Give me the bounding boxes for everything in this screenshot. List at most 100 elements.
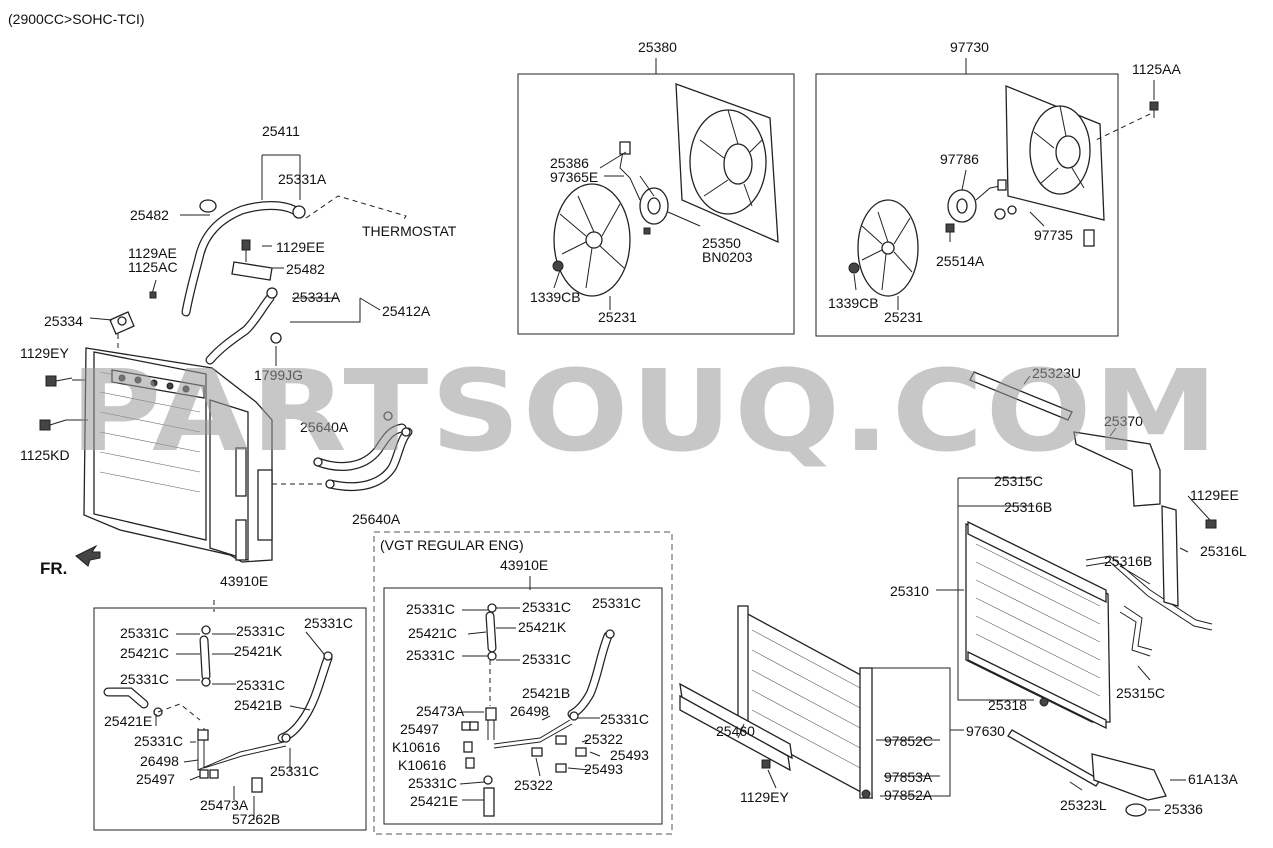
stay-25316B xyxy=(1085,555,1213,657)
label-BN0203: BN0203 xyxy=(702,249,753,265)
radiator-right-drawing xyxy=(965,520,1111,730)
label-right-25331C-2: 25331C xyxy=(522,599,571,615)
mount-25336 xyxy=(1125,803,1147,817)
bolt-1129EY xyxy=(45,375,73,387)
bolt-1125KD xyxy=(39,419,67,431)
label-left-25331C-2: 25331C xyxy=(236,623,285,639)
label-25315C-upper: 25315C xyxy=(994,473,1043,489)
upper-hose-25411 xyxy=(181,199,306,317)
label-61A13A: 61A13A xyxy=(1188,771,1238,787)
fan-blade-left xyxy=(552,183,631,297)
label-left-25421B: 25421B xyxy=(234,697,282,713)
front-direction-label: FR. xyxy=(40,559,67,578)
label-thermostat: THERMOSTAT xyxy=(362,223,457,239)
pipe-box-left xyxy=(93,607,367,831)
label-right-25331C-7: 25331C xyxy=(408,775,457,791)
label-25350: 25350 xyxy=(702,235,741,251)
label-25370: 25370 xyxy=(1104,413,1143,429)
fan-shroud-left xyxy=(675,83,779,244)
bracket-61A13A xyxy=(1091,753,1167,801)
label-25323L: 25323L xyxy=(1060,797,1107,813)
label-25231-left: 25231 xyxy=(598,309,637,325)
label-left-57262B: 57262B xyxy=(232,811,280,827)
fan-motor-left xyxy=(619,141,669,235)
label-25336: 25336 xyxy=(1164,801,1203,817)
label-right-K10616-1: K10616 xyxy=(392,739,440,755)
label-left-26498: 26498 xyxy=(140,753,179,769)
label-43910E-left: 43910E xyxy=(220,573,268,589)
label-97365E: 97365E xyxy=(550,169,598,185)
label-25316B-upper: 25316B xyxy=(1004,499,1052,515)
label-1129AE: 1129AE xyxy=(128,245,177,261)
label-right-25331C-4: 25331C xyxy=(406,647,455,663)
label-right-25331C-5: 25331C xyxy=(522,651,571,667)
label-1125KD: 1125KD xyxy=(20,447,70,463)
label-25323U: 25323U xyxy=(1032,365,1081,381)
label-25482-bracket: 25482 xyxy=(286,261,325,277)
label-left-25497: 25497 xyxy=(136,771,175,787)
label-25331A-lower: 25331A xyxy=(292,289,341,305)
label-97630: 97630 xyxy=(966,723,1005,739)
leader-lines-right xyxy=(737,375,1211,811)
label-left-25331C-7: 25331C xyxy=(270,763,319,779)
fan-blade-right xyxy=(848,199,955,297)
label-group-25380: 25380 xyxy=(638,39,677,55)
label-right-25473A: 25473A xyxy=(416,703,465,719)
label-97853A: 97853A xyxy=(884,769,933,785)
label-25310: 25310 xyxy=(890,583,929,599)
label-left-25421E: 25421E xyxy=(104,713,152,729)
label-right-25322-2: 25322 xyxy=(514,777,553,793)
label-left-25421C: 25421C xyxy=(120,645,169,661)
leader-lines-left-box xyxy=(155,631,325,820)
leader-lines-right-box xyxy=(459,607,601,801)
label-1129EE-right: 1129EE xyxy=(1190,487,1239,503)
label-right-25497: 25497 xyxy=(400,721,439,737)
label-1339CB-right: 1339CB xyxy=(828,295,879,311)
label-97852C: 97852C xyxy=(884,733,933,749)
radiator-left-drawing xyxy=(83,330,330,563)
pipe-right-drawing xyxy=(461,603,615,817)
label-1129EY-left: 1129EY xyxy=(20,345,69,361)
label-right-25421E: 25421E xyxy=(410,793,458,809)
label-25640A-upper: 25640A xyxy=(300,419,349,435)
label-25315C-lower: 25315C xyxy=(1116,685,1165,701)
oil-cooler-hoses-25640A xyxy=(313,411,413,492)
air-guard-25323L xyxy=(1007,729,1101,787)
label-left-25421K: 25421K xyxy=(234,643,283,659)
label-97786: 97786 xyxy=(940,151,979,167)
air-guard-25323U xyxy=(969,371,1073,421)
label-left-25473A: 25473A xyxy=(200,797,249,813)
label-right-26498: 26498 xyxy=(510,703,549,719)
label-left-25331C-3: 25331C xyxy=(304,615,353,631)
label-1799JG: 1799JG xyxy=(254,367,303,383)
label-25482-clamp: 25482 xyxy=(130,207,169,223)
condenser-97630 xyxy=(737,605,873,800)
label-25334: 25334 xyxy=(44,313,83,329)
label-right-25421C: 25421C xyxy=(408,625,457,641)
label-right-25331C-1: 25331C xyxy=(406,601,455,617)
bracket-25482 xyxy=(231,239,273,281)
label-1339CB-left: 1339CB xyxy=(530,289,581,305)
leader-lines-top-left xyxy=(66,154,407,421)
fan-box-left xyxy=(517,73,795,335)
label-right-25331C-6: 25331C xyxy=(600,711,649,727)
label-right-25322-1: 25322 xyxy=(584,731,623,747)
watermark: PARTSOUQ.COM xyxy=(70,347,1220,477)
pipe-box-right xyxy=(383,587,663,825)
label-right-25493-2: 25493 xyxy=(584,761,623,777)
label-25318: 25318 xyxy=(988,697,1027,713)
pipe-left-drawing xyxy=(103,625,333,793)
lower-hose-25412A xyxy=(205,287,282,365)
label-1125AA: 1125AA xyxy=(1132,61,1181,77)
label-25316L: 25316L xyxy=(1200,543,1247,559)
label-25411: 25411 xyxy=(262,123,300,139)
fan-motor-right xyxy=(947,179,1017,223)
label-right-25421B: 25421B xyxy=(522,685,570,701)
label-right-25331C-3: 25331C xyxy=(592,595,641,611)
label-25331A-upper: 25331A xyxy=(278,171,327,187)
front-direction-arrow-icon xyxy=(75,544,101,567)
label-25514A: 25514A xyxy=(936,253,985,269)
bracket-25316L xyxy=(1161,505,1217,607)
